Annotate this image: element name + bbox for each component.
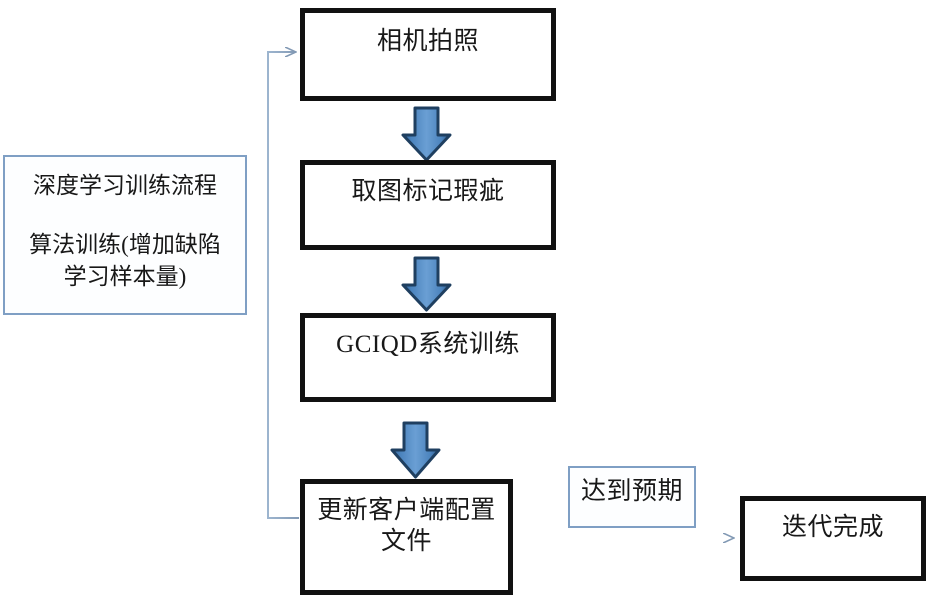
node-meet-expectation-label: 达到预期 xyxy=(580,478,683,505)
node-meet-expectation[interactable]: 达到预期 xyxy=(568,466,696,528)
node-update-client-config[interactable]: 更新客户端配置 文件 xyxy=(300,479,513,595)
block-arrow-capture-to-mark xyxy=(401,106,452,162)
block-arrow-training-to-update xyxy=(390,421,441,479)
note-training-process[interactable]: 深度学习训练流程 算法训练(增加缺陷 学习样本量) xyxy=(3,155,247,315)
feedback-connector xyxy=(267,52,299,519)
note-line-1-text: 深度学习训练流程 xyxy=(33,173,217,198)
node-system-training-label: GCIQD系统训练 xyxy=(336,331,520,358)
note-line-1: 深度学习训练流程 xyxy=(5,171,245,201)
note-line-2: 算法训练(增加缺陷 xyxy=(5,230,245,260)
node-camera-capture[interactable]: 相机拍照 xyxy=(300,8,556,101)
node-camera-capture-label: 相机拍照 xyxy=(376,28,479,55)
node-iteration-done[interactable]: 迭代完成 xyxy=(740,496,926,581)
note-line-2-text: 算法训练(增加缺陷 xyxy=(29,232,221,257)
block-arrow-mark-to-training xyxy=(401,256,452,312)
node-update-client-config-label: 更新客户端配置 文件 xyxy=(317,497,496,555)
node-mark-defects-label: 取图标记瑕疵 xyxy=(351,178,505,205)
node-system-training[interactable]: GCIQD系统训练 xyxy=(300,313,556,402)
note-line-3-text: 学习样本量) xyxy=(63,264,187,289)
note-line-3: 学习样本量) xyxy=(5,262,245,292)
node-iteration-done-label: 迭代完成 xyxy=(781,514,884,541)
node-mark-defects[interactable]: 取图标记瑕疵 xyxy=(300,160,556,250)
